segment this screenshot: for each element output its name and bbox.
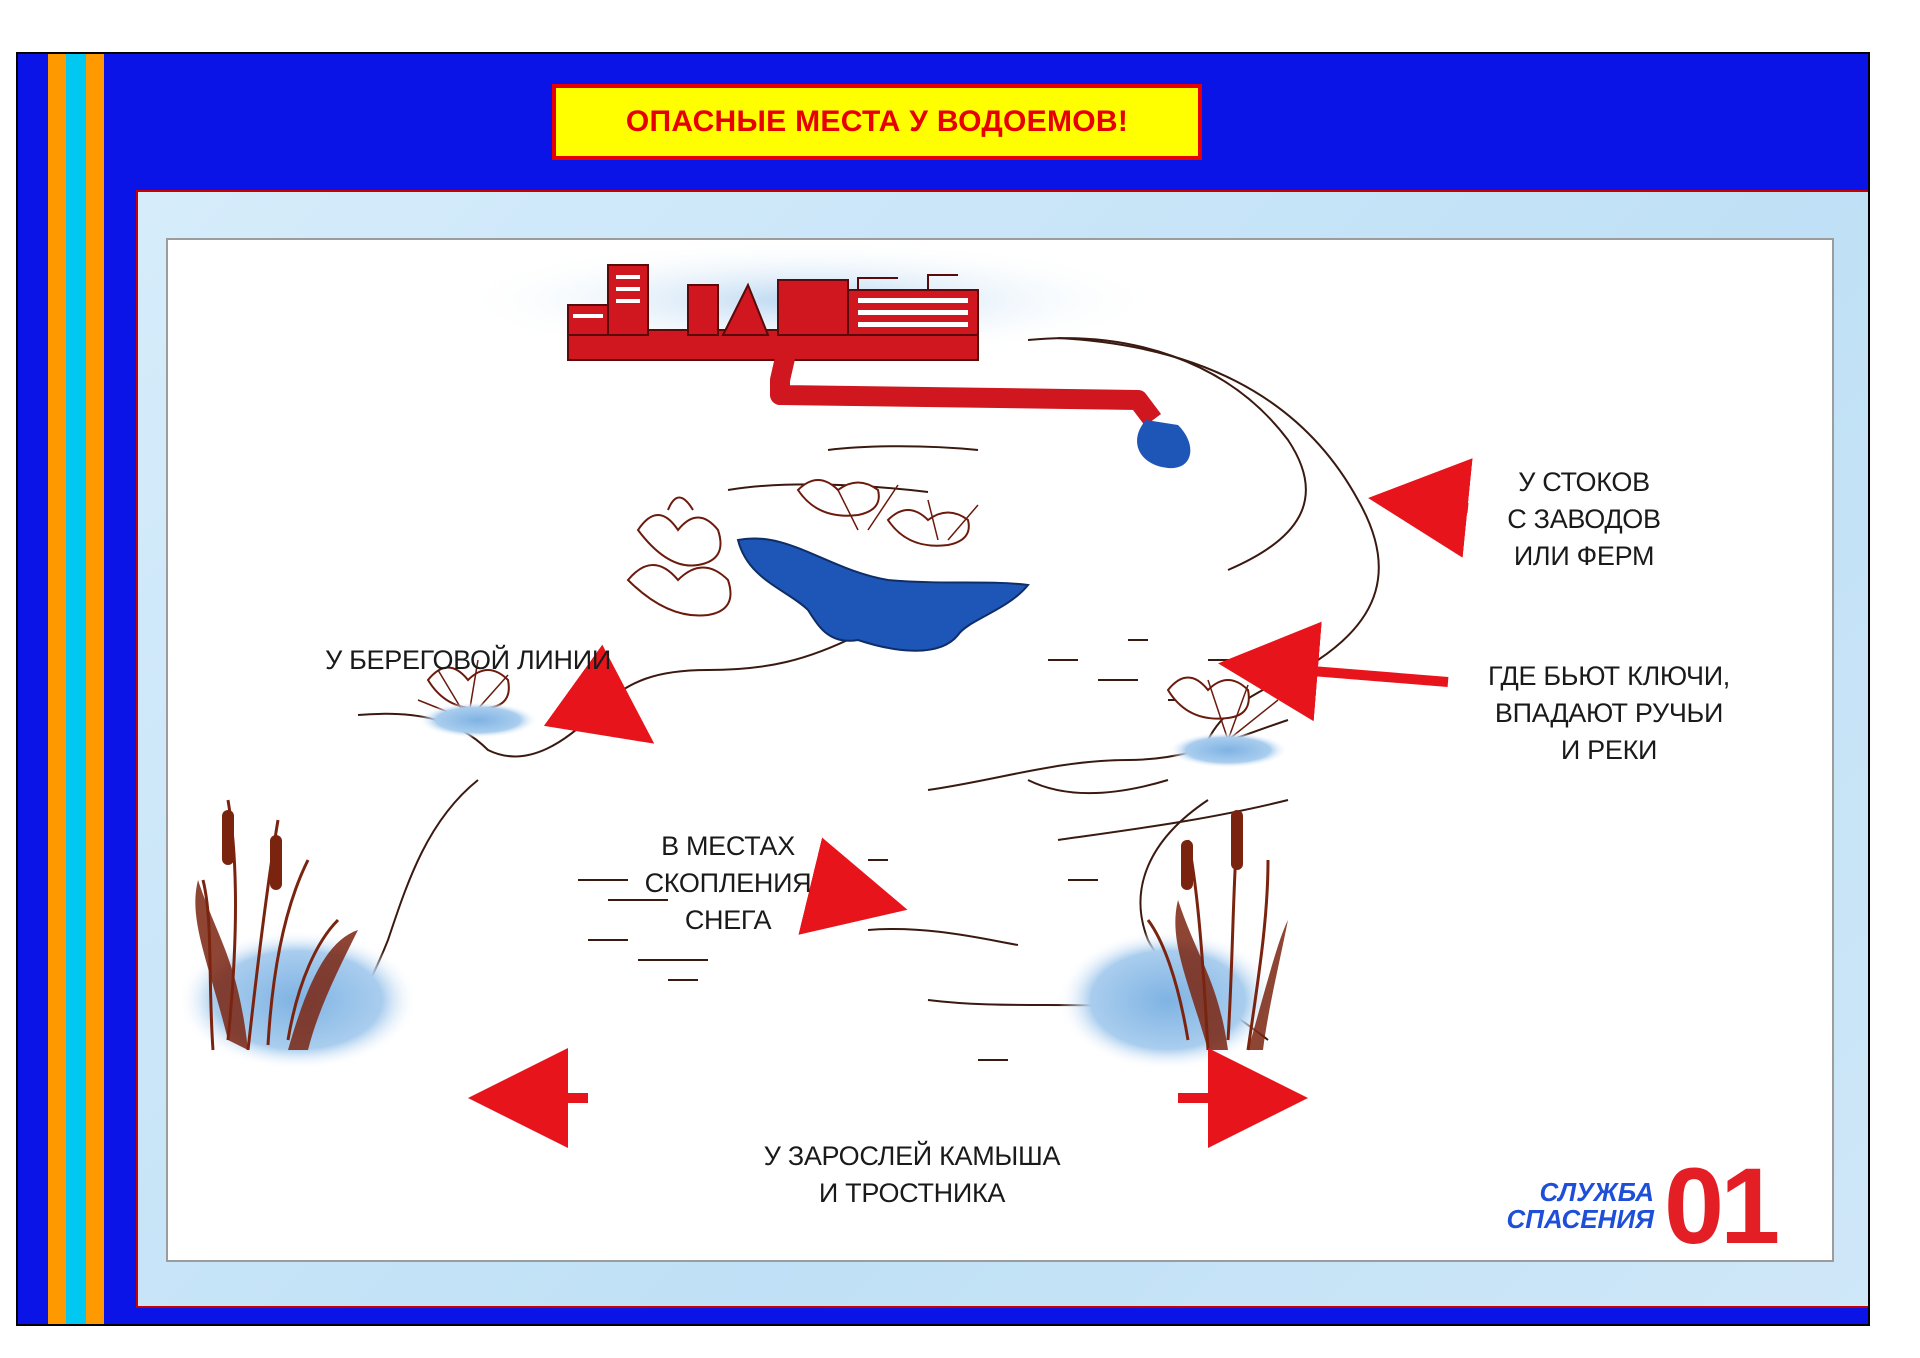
- title-banner: ОПАСНЫЕ МЕСТА У ВОДОЕМОВ!: [552, 84, 1202, 160]
- snowy-bushes: [426, 479, 1250, 720]
- pond-scene-drawing: [178, 240, 1473, 1148]
- drain-pipe: [770, 342, 1161, 426]
- arrow-springs: [1218, 621, 1449, 722]
- reeds-left: [195, 799, 358, 1051]
- arrow-shoreline: [543, 644, 655, 744]
- arrows: [468, 458, 1473, 1148]
- orange-stripe-2: [86, 54, 104, 1324]
- ice-patch-shore: [418, 702, 538, 738]
- poster-title: ОПАСНЫЕ МЕСТА У ВОДОЕМОВ!: [625, 105, 1129, 138]
- arrow-snow: [798, 837, 908, 935]
- pond-illustration: У СТОКОВ С ЗАВОДОВ ИЛИ ФЕРМ ГДЕ БЬЮТ КЛЮ…: [166, 238, 1834, 1262]
- logo-words: СЛУЖБА СПАСЕНИЯ: [1506, 1177, 1654, 1234]
- illustration-panel: У СТОКОВ С ЗАВОДОВ ИЛИ ФЕРМ ГДЕ БЬЮТ КЛЮ…: [136, 190, 1868, 1308]
- cyan-stripe: [66, 54, 86, 1324]
- ice-patch-bush: [1168, 732, 1288, 768]
- reeds-right: [1146, 810, 1288, 1051]
- discharge-water: [1137, 420, 1191, 469]
- label-shoreline: У БЕРЕГОВОЙ ЛИНИИ: [325, 645, 611, 675]
- logo-number: 01: [1664, 1145, 1780, 1262]
- label-snow: В МЕСТАХ СКОПЛЕНИЯ СНЕГА: [644, 831, 812, 935]
- arrow-factories: [1368, 458, 1473, 558]
- label-springs: ГДЕ БЬЮТ КЛЮЧИ, ВПАДАЮТ РУЧЬИ И РЕКИ: [1487, 661, 1731, 765]
- spring-water: [736, 537, 1030, 652]
- label-factories: У СТОКОВ С ЗАВОДОВ ИЛИ ФЕРМ: [1507, 467, 1661, 571]
- poster-frame: ОПАСНЫЕ МЕСТА У ВОДОЕМОВ!: [16, 52, 1870, 1326]
- rescue-service-logo: СЛУЖБА СПАСЕНИЯ 01: [1488, 1145, 1830, 1262]
- factory-illustration: [567, 264, 979, 361]
- ice-patch-right: [1058, 930, 1278, 1070]
- label-reeds: У ЗАРОСЛЕЙ КАМЫША И ТРОСТНИКА: [763, 1141, 1061, 1208]
- orange-stripe-1: [48, 54, 66, 1324]
